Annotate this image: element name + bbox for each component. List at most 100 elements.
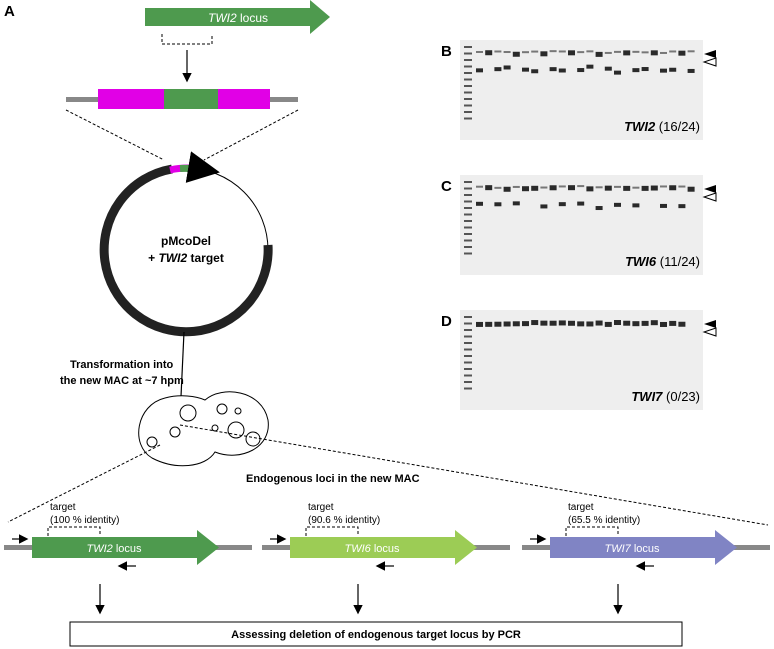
gel-band-deleted: [632, 68, 640, 73]
gel-band-upper: [632, 50, 640, 53]
ladder-band: [464, 239, 472, 242]
ladder-band: [464, 374, 472, 377]
gel-band-upper: [531, 320, 539, 326]
gel-band-upper: [660, 185, 667, 188]
gel-band-deleted: [595, 206, 603, 211]
gel-band-upper: [595, 186, 603, 189]
gel-panels: TWI2 (16/24)TWI6 (11/24)TWI7 (0/23): [460, 40, 717, 410]
identity-label: (65.5 % identity): [568, 515, 640, 526]
gel-band-upper: [503, 321, 511, 327]
transformation-line1: Transformation into: [70, 359, 174, 371]
gel-band-upper: [558, 50, 566, 53]
locus-twi2: TWI2 locus target (100 % identity): [4, 502, 252, 615]
gel-band-upper: [540, 186, 548, 189]
gel-count: (0/23): [662, 389, 700, 404]
gel-band-upper: [623, 320, 631, 326]
gel-band-upper: [485, 185, 493, 191]
gel-band-upper: [678, 321, 686, 327]
gel-band-upper: [577, 185, 585, 188]
locus-suffix: locus: [631, 543, 660, 555]
locus-suffix: locus: [113, 543, 142, 555]
gel-band-upper: [531, 50, 539, 53]
gel-band-upper: [494, 186, 502, 189]
gel-band-upper: [494, 50, 502, 53]
gel-label: TWI2 (16/24): [624, 119, 700, 134]
ladder-band: [464, 322, 472, 325]
ladder-band: [464, 207, 472, 209]
ladder-band: [464, 387, 472, 390]
gel-band-deleted: [549, 67, 557, 72]
gel-band-upper: [512, 51, 520, 57]
gel-band-deleted: [540, 204, 548, 209]
gel-band-upper: [678, 50, 686, 56]
full-length-marker-icon: [704, 50, 716, 58]
gel-band-upper: [512, 321, 520, 327]
gel-band-deleted: [586, 64, 594, 69]
gel-band-upper: [641, 320, 649, 326]
gel-band-deleted: [604, 66, 612, 71]
target-bracket: [305, 526, 359, 536]
gel-count: (16/24): [655, 119, 700, 134]
ladder-band: [464, 91, 472, 94]
target-label: target: [50, 502, 76, 513]
locus-gene: TWI7: [604, 543, 631, 555]
zoom-line-right: [203, 109, 299, 161]
gel-band-deleted: [558, 68, 566, 73]
gel-band-upper: [586, 321, 594, 327]
gel-band-upper: [540, 320, 548, 326]
gel-band-upper: [494, 321, 502, 327]
gel-band-deleted: [577, 201, 585, 206]
gel-band-upper: [660, 51, 667, 54]
homology-arm-left: [98, 89, 164, 109]
locus-arrow: [290, 530, 477, 565]
identity-label: (100 % identity): [50, 515, 119, 526]
gel-band-deleted: [531, 69, 539, 74]
top-locus-gene: TWI2: [208, 11, 237, 25]
deleted-marker-icon: [702, 57, 717, 67]
locus-label: TWI7 locus: [604, 543, 660, 555]
locus-arrow: [32, 530, 219, 565]
panel-letter-a: A: [4, 3, 15, 20]
gel-band-upper: [549, 320, 557, 326]
ladder-band: [464, 220, 472, 222]
plasmid: pMcoDel + TWI2 target bla: [99, 151, 273, 337]
target-insert: [164, 89, 218, 109]
gel-band-upper: [476, 50, 483, 53]
zoom-line-left: [65, 109, 165, 161]
plasmid-target: target: [187, 251, 224, 265]
gel-band-deleted: [577, 68, 585, 73]
identity-label: (90.6 % identity): [308, 515, 380, 526]
gel-band-upper: [669, 50, 677, 53]
gel-twi7: TWI7 (0/23): [460, 310, 717, 410]
ladder-band: [464, 104, 472, 107]
gel-band-upper: [549, 185, 557, 191]
full-length-marker-icon: [704, 320, 716, 328]
gel-gene: TWI2: [624, 119, 656, 134]
locus-gene: TWI2: [86, 543, 112, 555]
ladder-band: [464, 355, 472, 357]
endogenous-label: Endogenous loci in the new MAC: [246, 473, 420, 485]
gel-band-upper: [503, 186, 511, 192]
panel-letter-c: C: [441, 178, 452, 195]
ladder-band: [464, 46, 472, 48]
ladder-band: [464, 335, 472, 338]
ladder-band: [464, 381, 472, 383]
gel-count: (11/24): [656, 254, 700, 269]
gel-band-upper: [604, 51, 612, 54]
expand-line-right: [179, 424, 769, 526]
gel-band-deleted: [512, 201, 520, 206]
gel-band-upper: [614, 320, 621, 326]
ladder-band: [464, 213, 472, 216]
ladder-band: [464, 111, 472, 113]
gel-band-deleted: [669, 67, 677, 72]
gel-band-upper: [632, 186, 640, 189]
full-length-marker-icon: [704, 185, 716, 193]
svg-text:TWI2 locus: TWI2 locus: [208, 11, 268, 25]
gel-band-upper: [485, 50, 493, 56]
gel-band-upper: [522, 186, 529, 192]
plasmid-name: pMcoDel: [161, 234, 211, 248]
gel-band-upper: [568, 320, 575, 326]
